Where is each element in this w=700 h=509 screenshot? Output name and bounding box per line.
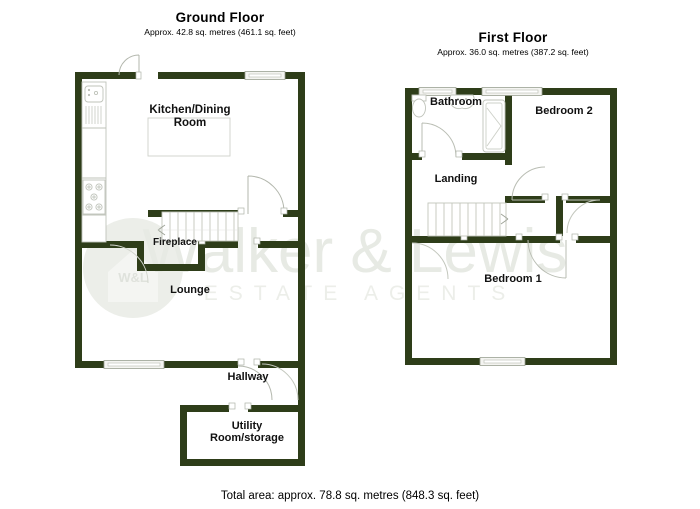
first-floor-windows [418, 87, 543, 366]
bathroom-fixtures [411, 94, 506, 153]
room-label-line: Bedroom 1 [484, 273, 542, 285]
room-label-line: Landing [434, 173, 478, 185]
room-label-kitchen-dining: Kitchen/Dining Room [120, 104, 260, 130]
room-label-lounge: Lounge [140, 284, 240, 296]
room-label-line: Hallway [227, 371, 269, 383]
ground-floor-area: Approx. 42.8 sq. metres (461.1 sq. feet) [144, 27, 296, 37]
staircase-up [157, 211, 239, 242]
total-area-text: Total area: approx. 78.8 sq. metres (848… [220, 490, 480, 502]
first-floor-heading: First Floor Approx. 36.0 sq. metres (387… [388, 30, 638, 57]
room-label-line: Utility [231, 420, 263, 432]
room-label-line: Room [173, 116, 207, 129]
ground-floor-plan [75, 54, 305, 466]
room-label-hallway: Hallway [198, 371, 298, 383]
first-floor-title: First Floor [478, 30, 548, 45]
room-label-line: Kitchen/Dining [149, 104, 231, 116]
room-label-fireplace: Fireplace [125, 237, 225, 248]
room-label-bedroom-1: Bedroom 1 [463, 273, 563, 285]
room-label-bedroom-2: Bedroom 2 [514, 105, 614, 117]
bath-tub-icon [482, 99, 506, 153]
ground-floor-heading: Ground Floor Approx. 42.8 sq. metres (46… [60, 10, 380, 37]
room-label-line: Fireplace [153, 237, 197, 248]
first-floor-plan [405, 87, 617, 366]
watermark-badge-text: W&L [118, 270, 148, 285]
first-floor-doors [411, 122, 601, 280]
ground-floor-title: Ground Floor [175, 10, 265, 25]
kitchen-hob-icon [82, 179, 106, 215]
room-label-bathroom: Bathroom [411, 96, 501, 108]
first-floor-door-jambs [418, 150, 579, 241]
room-label-line: Bedroom 2 [535, 105, 593, 117]
watermark-tagline: ESTATE AGENTS [204, 282, 517, 305]
ground-floor-doors [109, 54, 299, 401]
room-label-line: Bathroom [430, 96, 482, 108]
room-label-line: Lounge [170, 284, 210, 296]
wc-toilet-icon [411, 94, 427, 118]
room-label-landing: Landing [411, 173, 501, 185]
wash-basin-icon [449, 94, 475, 110]
room-label-utility-room: Utility Room/storage [187, 420, 307, 445]
room-label-line: Room/storage [210, 432, 284, 445]
kitchen-fixtures [81, 81, 231, 243]
staircase-down [427, 202, 509, 237]
ground-floor-windows [103, 71, 286, 369]
kitchen-sink-icon [84, 85, 104, 124]
first-floor-area: Approx. 36.0 sq. metres (387.2 sq. feet) [437, 47, 589, 57]
